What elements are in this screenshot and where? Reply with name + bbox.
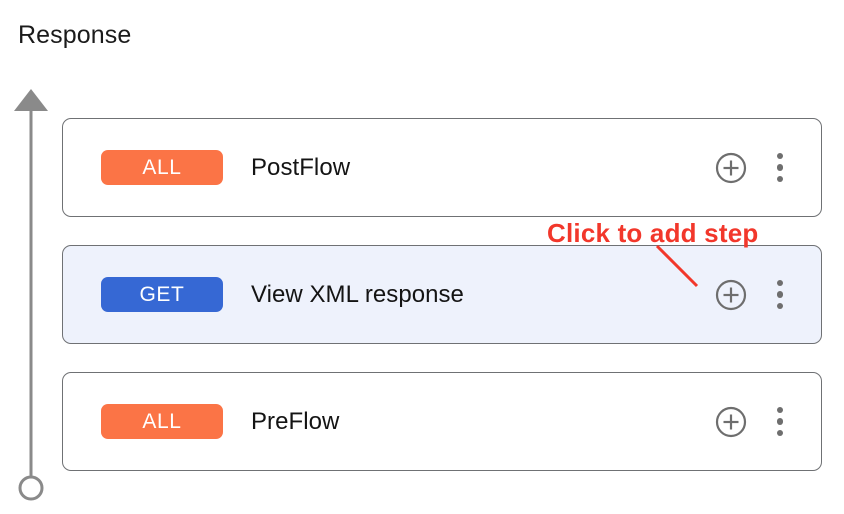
more-vertical-icon[interactable] [769, 279, 791, 311]
row-actions [715, 279, 791, 311]
method-badge-get: GET [101, 277, 223, 312]
page-title: Response [18, 21, 132, 49]
flow-timeline [14, 89, 48, 501]
more-vertical-icon[interactable] [769, 406, 791, 438]
flow-row-label: View XML response [251, 280, 464, 308]
flow-row-label: PreFlow [251, 407, 340, 435]
plus-circle-icon[interactable] [715, 279, 747, 311]
row-actions [715, 406, 791, 438]
more-vertical-icon[interactable] [769, 152, 791, 184]
arrow-up-icon [14, 89, 48, 111]
flow-row-preflow[interactable]: ALL PreFlow [62, 372, 822, 471]
method-badge-all: ALL [101, 150, 223, 185]
flow-rows-list: ALL PostFlow GET View XML response [62, 118, 822, 499]
row-actions [715, 152, 791, 184]
annotation-label: Click to add step [547, 218, 759, 248]
method-badge-all: ALL [101, 404, 223, 439]
plus-circle-icon[interactable] [715, 406, 747, 438]
flow-row-label: PostFlow [251, 153, 351, 181]
flow-row-postflow[interactable]: ALL PostFlow [62, 118, 822, 217]
circle-outline-icon [18, 475, 44, 501]
flow-row-view-xml-response[interactable]: GET View XML response [62, 245, 822, 344]
plus-circle-icon[interactable] [715, 152, 747, 184]
